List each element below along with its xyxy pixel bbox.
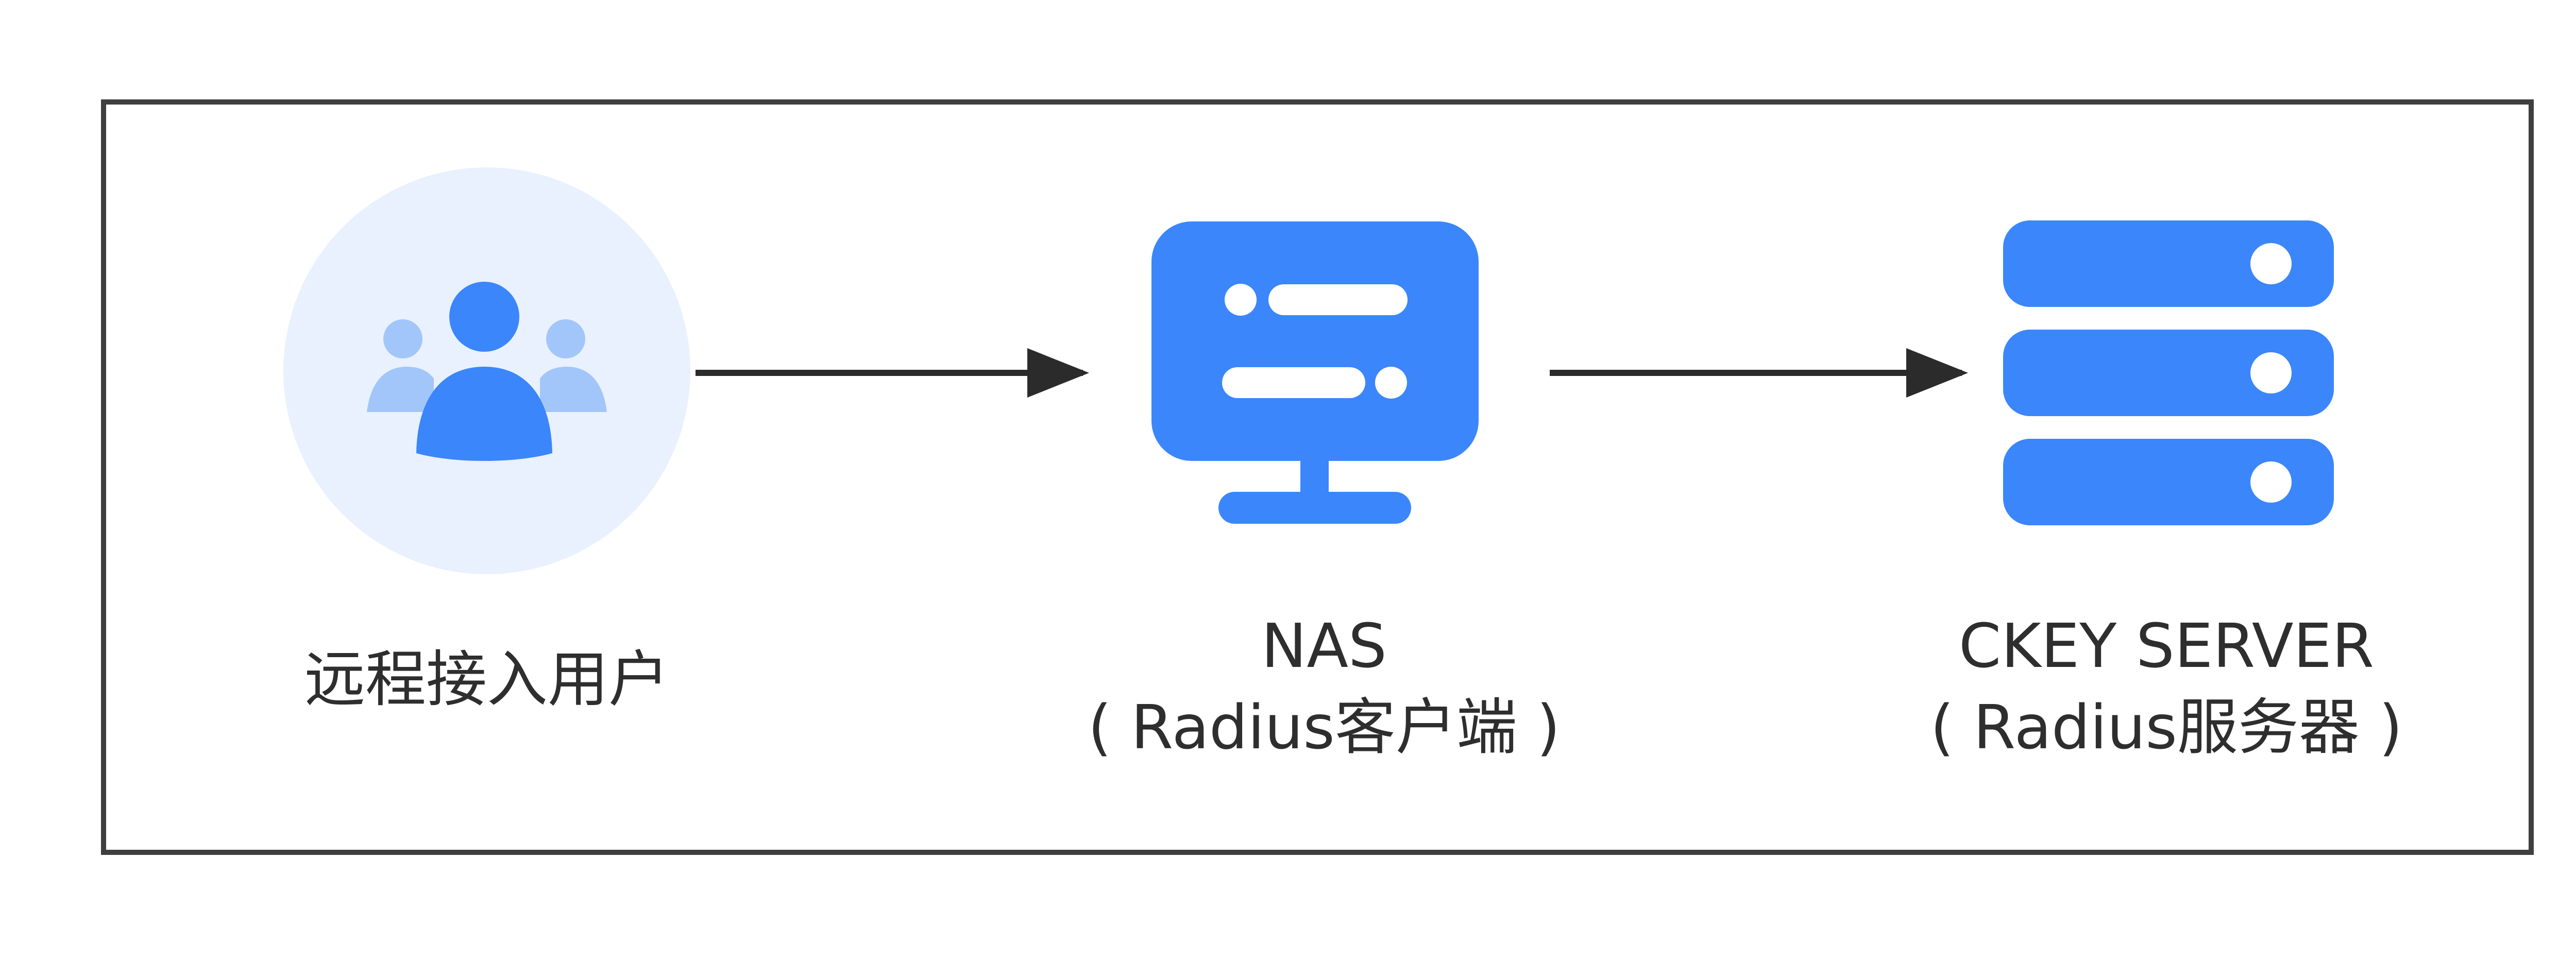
- ckey-server-label: CKEY SERVER ( Radius服务器 ): [1875, 605, 2458, 768]
- remote-user-label: 远程接入用户: [289, 639, 685, 720]
- nas-label-title: NAS: [1261, 610, 1387, 681]
- server-stack-icon: [2003, 220, 2334, 525]
- ckey-server-label-subtitle: ( Radius服务器 ): [1930, 692, 2403, 763]
- ckey-server-label-title: CKEY SERVER: [1958, 610, 2375, 681]
- monitor-icon: [1151, 221, 1479, 524]
- users-icon: [283, 167, 690, 574]
- nas-label: NAS ( Radius客户端 ): [1041, 605, 1607, 768]
- nas-label-subtitle: ( Radius客户端 ): [1088, 692, 1561, 763]
- remote-user-label-line: 远程接入用户: [304, 644, 669, 715]
